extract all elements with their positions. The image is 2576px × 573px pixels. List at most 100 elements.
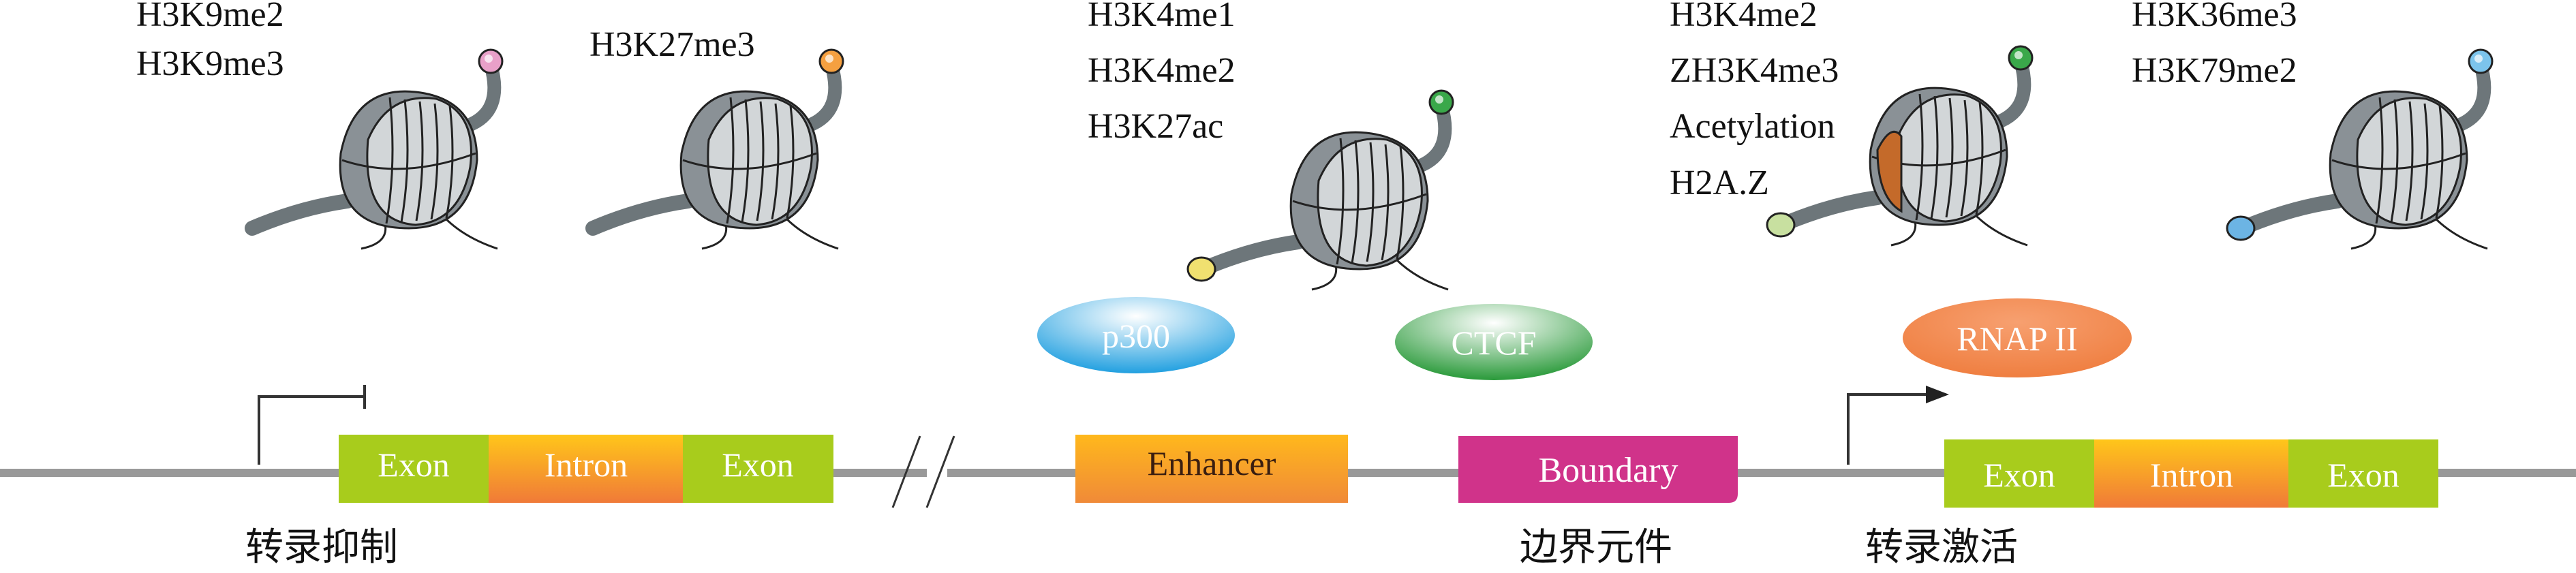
histone-core-stripe: [741, 99, 750, 223]
modification-marker-highlight: [485, 55, 493, 63]
modification-marker-highlight: [2474, 55, 2483, 63]
histone-core-face: [366, 97, 472, 226]
histone-core-stripe: [2331, 152, 2466, 170]
histone-mark-label: H3K27ac: [1088, 107, 1223, 146]
histone-core-stripe: [1960, 99, 1969, 217]
histone-variant-patch: [1876, 130, 1903, 213]
histone-tail: [1990, 55, 2031, 129]
nucleosome: [245, 48, 504, 250]
histone-tail: [2450, 58, 2491, 133]
histone-mark-label: H3K4me2: [1088, 51, 1236, 90]
gene-right: Exon Intron Exon: [1944, 439, 2438, 508]
marks-nucleosome-3: H3K4me1 H3K4me2 H3K27ac: [1088, 0, 1236, 146]
nucleosome: [585, 48, 844, 250]
boundary-label: Boundary: [1538, 451, 1678, 490]
histone-core-stripe: [2390, 99, 2399, 223]
histone-tail: [460, 58, 502, 133]
histone-tail: [1411, 99, 1452, 174]
histone-mark-label: H3K9me2: [136, 0, 284, 34]
histone-core-stripe: [415, 101, 424, 221]
histone-core-stripe: [400, 99, 409, 223]
histone-core-face: [1896, 93, 2002, 223]
enhancer-label: Enhancer: [1148, 444, 1276, 482]
gene-left: Exon Intron Exon: [339, 435, 833, 503]
caption-boundary: 边界元件: [1520, 527, 1672, 569]
marks-nucleosome-4: H3K4me2 ZH3K4me3 Acetylation H2A.Z: [1670, 0, 1839, 202]
modification-marker: [1186, 256, 1216, 282]
marks-nucleosome-2: H3K27me3: [589, 25, 755, 64]
exon-block: [683, 435, 833, 503]
nucleosome: [1186, 89, 1454, 291]
histone-core-stripe: [1975, 102, 1984, 215]
histone-core-stripe: [341, 152, 476, 170]
histone-core-stripe: [1366, 142, 1375, 262]
histone-core-stripe: [786, 105, 795, 219]
intron-label: Intron: [545, 446, 628, 484]
enhancer-element: Enhancer: [1075, 435, 1348, 503]
histone-core-stripe: [756, 101, 765, 221]
histone-mark-label: Acetylation: [1670, 107, 1835, 146]
intron-block: [489, 435, 683, 503]
histone-core-stripe: [2420, 103, 2429, 220]
histone-core-stripe: [1945, 97, 1954, 218]
histone-core-stripe: [1396, 146, 1405, 260]
histone-mark-label: H3K4me2: [1670, 0, 1818, 34]
boundary-element: Boundary: [1458, 436, 1738, 503]
histone-mark-label: H3K9me3: [136, 44, 284, 83]
histone-core-stripe: [1915, 93, 1924, 221]
histone-core-stripe: [1930, 95, 1939, 219]
histone-core-stripe: [1292, 193, 1427, 211]
histone-tail: [1195, 234, 1306, 277]
histone-core-stripe: [430, 103, 439, 220]
marks-nucleosome-1: H3K9me2 H3K9me3: [136, 0, 284, 83]
repressed-promoter-symbol: [258, 385, 366, 465]
histone-core-face: [1317, 138, 1423, 267]
modification-marker-highlight: [2014, 51, 2023, 59]
histone-core-stripe: [771, 103, 780, 220]
histone-core-stripe: [726, 97, 735, 224]
protein-ctcf: CTCF: [1395, 304, 1593, 380]
histone-core-stripe: [385, 97, 394, 224]
histone-core-stripe: [2435, 105, 2444, 219]
histone-core-stripe: [1381, 144, 1390, 261]
nucleosome: [2226, 48, 2494, 250]
exon-label: Exon: [722, 446, 794, 484]
modification-marker-highlight: [825, 55, 833, 63]
exon-label: Exon: [378, 446, 450, 484]
nucleosome: [1766, 45, 2034, 247]
histone-core-stripe: [1351, 140, 1360, 264]
histone-mark-label: H3K79me2: [2132, 51, 2297, 90]
exon-label: Exon: [1983, 456, 2055, 494]
histone-core-stripe: [682, 152, 817, 170]
histone-core-stripe: [2405, 101, 2414, 221]
histone-core-stripe: [1336, 138, 1345, 265]
active-promoter-arrow: [1847, 386, 1949, 465]
histone-tail: [245, 193, 355, 236]
exon-block: [339, 435, 489, 503]
caption-activation: 转录激活: [1865, 527, 2018, 569]
histone-tail: [801, 58, 842, 133]
modification-marker: [1766, 212, 1796, 238]
histone-mark-label: H3K27me3: [589, 25, 755, 64]
histone-core-face: [2356, 97, 2462, 226]
histone-tail: [2235, 193, 2345, 236]
histone-core-stripe: [2375, 97, 2384, 224]
histone-mark-label: H3K36me3: [2132, 0, 2297, 34]
histone-tail: [1775, 190, 1885, 232]
rnap2-label: RNAP II: [1957, 320, 2077, 358]
exon-block: [1944, 439, 2094, 508]
intron-block: [2094, 439, 2288, 508]
exon-label: Exon: [2327, 456, 2399, 494]
intron-label: Intron: [2150, 456, 2233, 494]
marks-nucleosome-5: H3K36me3 H3K79me2: [2132, 0, 2297, 90]
histone-mark-label: ZH3K4me3: [1670, 51, 1839, 90]
p300-label: p300: [1102, 317, 1170, 355]
exon-block: [2288, 439, 2438, 508]
modification-marker: [2226, 215, 2256, 241]
histone-tail: [585, 193, 696, 236]
histone-mark-label: H3K4me1: [1088, 0, 1236, 34]
protein-p300: p300: [1037, 297, 1235, 373]
modification-marker-highlight: [1435, 95, 1443, 104]
histone-core-face: [707, 97, 813, 226]
